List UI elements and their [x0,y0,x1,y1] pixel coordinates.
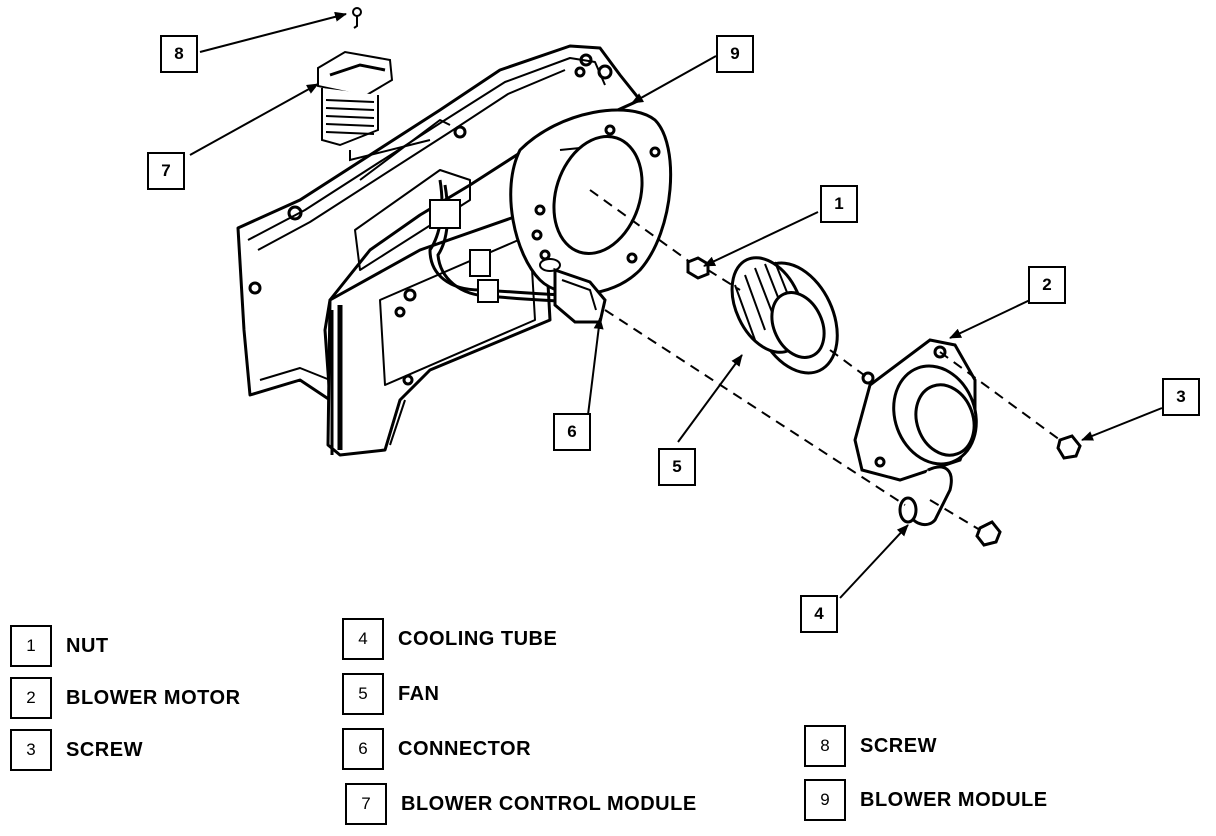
nut-part [686,256,710,280]
callout-3: 3 [1162,378,1200,416]
legend-number: 7 [345,783,387,825]
legend-label: CONNECTOR [398,737,532,760]
leader-lines [189,11,1163,599]
legend-number: 4 [342,618,384,660]
legend-number: 2 [10,677,52,719]
callout-7: 7 [147,152,185,190]
legend-number: 3 [10,729,52,771]
callout-6: 6 [553,413,591,451]
callout-1: 1 [820,185,858,223]
screw-part [975,520,1002,547]
legend-item-9: 9 BLOWER MODULE [804,778,1048,822]
legend-number: 5 [342,673,384,715]
callout-9: 9 [716,35,754,73]
legend-number: 8 [804,725,846,767]
legend-item-6: 6 CONNECTOR [342,727,531,771]
callout-4: 4 [800,595,838,633]
legend-label: BLOWER MODULE [860,788,1048,811]
callout-2: 2 [1028,266,1066,304]
screw-8-part [352,7,362,29]
legend-label: NUT [66,634,109,657]
callout-8: 8 [160,35,198,73]
legend-label: FAN [398,682,440,705]
legend-item-5: 5 FAN [342,672,440,716]
legend-number: 9 [804,779,846,821]
legend-label: BLOWER CONTROL MODULE [401,792,697,815]
screw-3-part [1056,434,1082,460]
legend-label: BLOWER MOTOR [66,686,241,709]
callout-5: 5 [658,448,696,486]
legend-label: SCREW [860,734,937,757]
blower-control-module [317,50,431,162]
legend-number: 6 [342,728,384,770]
legend-label: SCREW [66,738,143,761]
legend-item-2: 2 BLOWER MOTOR [10,676,241,720]
legend-label: COOLING TUBE [398,627,558,650]
legend-number: 1 [10,625,52,667]
scroll-housing [509,108,673,296]
alignment-lines [589,189,1061,531]
legend-item-3: 3 SCREW [10,728,143,772]
blower-motor-part [853,338,978,527]
legend-item-8: 8 SCREW [804,724,937,768]
legend-item-4: 4 COOLING TUBE [342,617,557,661]
legend-item-1: 1 NUT [10,624,109,668]
fan-part [730,256,839,375]
legend-item-7: 7 BLOWER CONTROL MODULE [345,782,697,826]
